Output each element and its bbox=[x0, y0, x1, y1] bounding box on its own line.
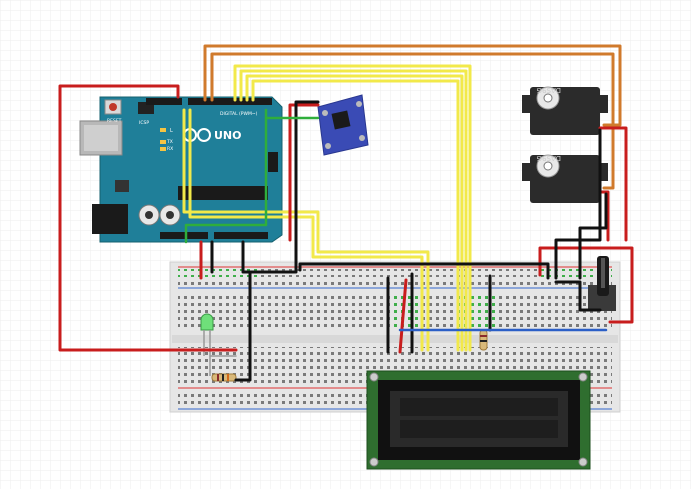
servo-bottom-label: DAS9G bbox=[537, 154, 561, 162]
servo-top-label: DAS9G bbox=[537, 86, 561, 94]
servo-bottom: DAS9G bbox=[522, 154, 608, 203]
digital-header-right bbox=[188, 98, 272, 105]
arduino-uno-board: RESET ICSP DIGITAL (PWM~) L TX RX UNO bbox=[79, 96, 283, 243]
led-tx-label: TX bbox=[166, 139, 173, 145]
led-l-label: L bbox=[170, 128, 173, 134]
digital-header-left bbox=[146, 98, 182, 105]
icsp-label: ICSP bbox=[139, 120, 149, 126]
uno-brand: UNO bbox=[214, 129, 242, 142]
wire-red-led bbox=[58, 84, 238, 352]
resistor-lcd bbox=[479, 329, 488, 351]
green-led bbox=[200, 313, 214, 376]
resistor-led bbox=[211, 373, 237, 382]
reset-label: RESET bbox=[107, 118, 122, 124]
wire-orange-1 bbox=[203, 44, 622, 127]
power-header bbox=[160, 232, 208, 239]
potentiometer bbox=[588, 256, 616, 311]
digital-label: DIGITAL (PWM~) bbox=[220, 111, 258, 117]
led-rx-label: RX bbox=[167, 146, 173, 152]
mpu-sensor-module bbox=[317, 94, 369, 156]
microcontroller-chip bbox=[178, 186, 268, 200]
regulator bbox=[115, 180, 129, 192]
lcd-display bbox=[366, 366, 591, 470]
power-jack bbox=[92, 204, 128, 234]
wire-orange-2 bbox=[210, 52, 615, 190]
servo-top: DAS9G bbox=[522, 86, 608, 135]
analog-header bbox=[214, 232, 268, 239]
wires bbox=[58, 44, 634, 382]
